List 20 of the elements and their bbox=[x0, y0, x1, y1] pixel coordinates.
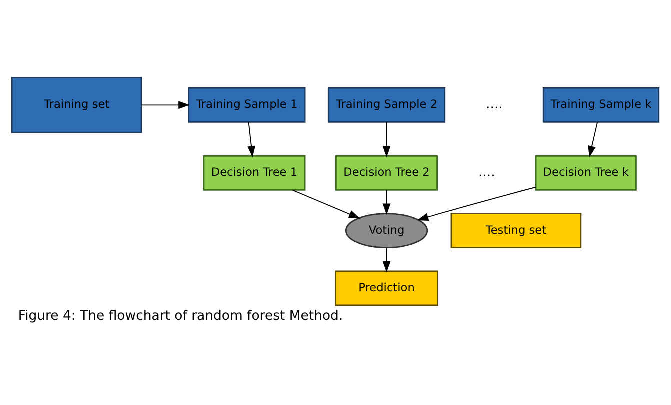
node-box: Prediction bbox=[335, 270, 438, 306]
node-box: Decision Tree 1 bbox=[203, 156, 306, 191]
arrow bbox=[141, 101, 190, 110]
node-box: Training Sample 2 bbox=[328, 87, 446, 123]
arrow bbox=[588, 122, 598, 158]
arrow bbox=[248, 122, 256, 158]
node-box: Testing set bbox=[450, 213, 582, 249]
node-box: Training Sample k bbox=[542, 87, 660, 123]
node-box: Training set bbox=[11, 77, 142, 134]
arrow bbox=[382, 190, 391, 216]
node-box: Training Sample 1 bbox=[188, 87, 306, 123]
node-box: Decision Tree 2 bbox=[336, 156, 438, 191]
caption: Figure 4: The flowchart of random forest Method. bbox=[18, 308, 344, 324]
label: .... bbox=[486, 98, 503, 113]
arrow bbox=[292, 190, 360, 219]
node-box: Decision Tree k bbox=[535, 156, 637, 191]
arrow bbox=[417, 186, 536, 222]
label: .... bbox=[478, 166, 496, 181]
arrow bbox=[382, 122, 391, 158]
arrow bbox=[382, 247, 391, 273]
